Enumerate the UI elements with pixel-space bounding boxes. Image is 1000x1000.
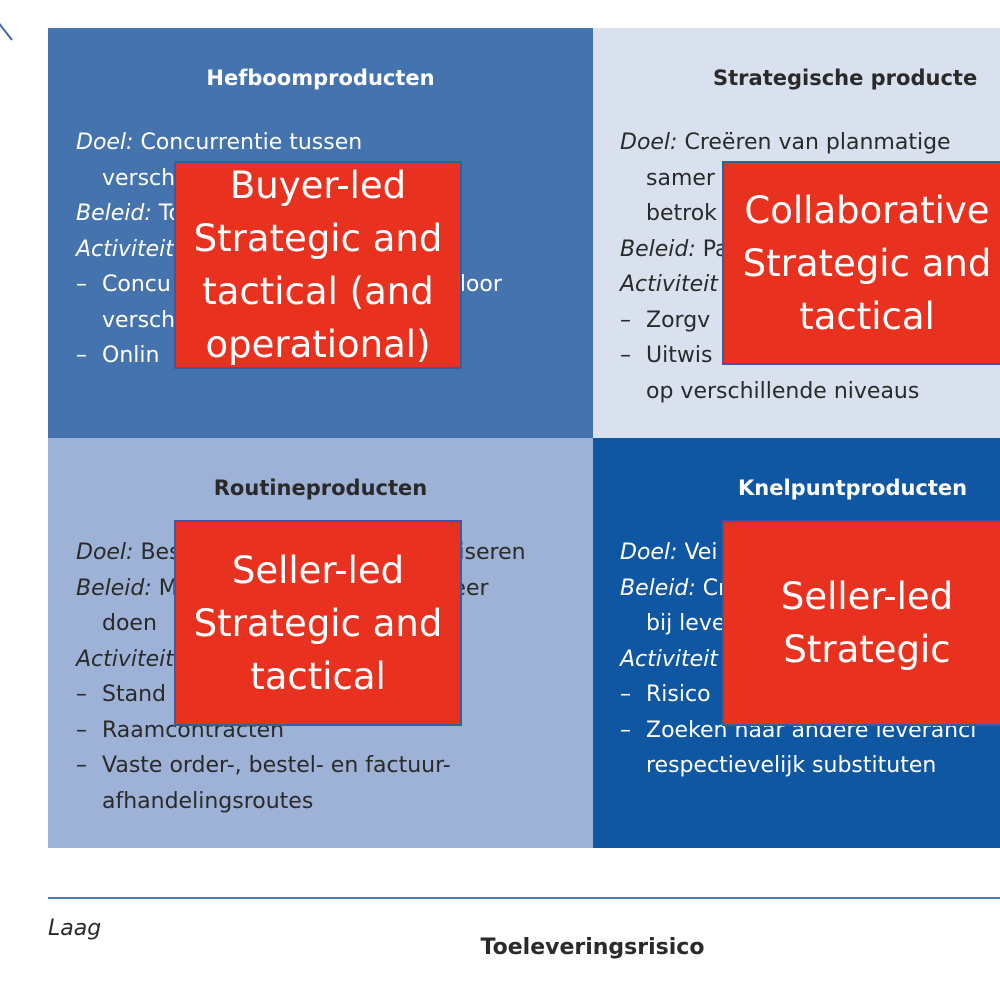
quadrant-line: Doel: Vei [620, 535, 976, 571]
quadrant-line: Activiteit [620, 642, 976, 678]
line-label: Doel: [620, 540, 678, 565]
quadrant-line: bij leve [620, 606, 976, 642]
overlay-line: tactical (and [202, 270, 434, 313]
line-label: Doel: [76, 130, 134, 155]
line-label: Beleid: [620, 575, 696, 601]
overlay-line: Strategic [783, 628, 951, 671]
bullet-dash: – [76, 717, 87, 743]
line-text: Vei [677, 540, 718, 565]
axis-low-label: Laag [48, 916, 102, 941]
quadrant-line: versch [76, 161, 362, 197]
bullet-dash: – [76, 272, 87, 297]
line-label: Beleid: [76, 575, 152, 601]
corner-arrow-icon [0, 22, 13, 41]
quadrant-line: respectievelijk substituten [620, 748, 976, 784]
line-text: Creëren van planmatige [677, 130, 951, 155]
bullet-dash: – [76, 682, 87, 707]
quadrant-line: Beleid: Pa [620, 232, 951, 268]
quadrant-title: Routineproducten [213, 476, 428, 500]
overlay-line: tactical [250, 654, 386, 698]
quadrant-line: doen [76, 606, 451, 642]
quadrant-title: Strategische producte [713, 66, 978, 90]
line-text: Stand [102, 682, 166, 707]
axis-title: Toeleveringsrisico [480, 935, 705, 960]
bullet-dash: – [620, 307, 631, 333]
line-label: Doel: [620, 130, 678, 155]
line-text: M [151, 575, 178, 601]
quadrant-leverage-products: Hefboomproducten Doel: Concurrentie tuss… [48, 28, 593, 438]
bullet-dash: – [76, 753, 87, 778]
line-label: Activiteit [620, 272, 718, 297]
quadrant-title: Knelpuntproducten [738, 476, 968, 500]
line-text: versch [102, 165, 176, 191]
quadrant-line: versch [76, 303, 362, 339]
line-label: Doel: [76, 540, 134, 565]
quadrant-line: betrok [620, 196, 951, 232]
overlay-line: Collaborative [744, 188, 990, 232]
line-text: Uitwis [646, 343, 713, 368]
quadrant-line: Activiteit [76, 642, 451, 678]
quadrant-line: –Risico [620, 677, 976, 713]
line-text: versch [102, 307, 176, 333]
line-text: betrok [646, 201, 717, 226]
line-label: Activiteit [620, 646, 718, 672]
quadrant-line: Doel: Creëren van planmatige [620, 125, 951, 161]
line-text: bij leve [646, 611, 726, 636]
bullet-dash: – [620, 343, 631, 368]
line-text: Concurrentie tussen [133, 130, 363, 155]
line-label: Activiteit [76, 236, 174, 262]
overlay-line: tactical [799, 294, 935, 338]
overlay-line: operational) [205, 323, 431, 366]
overlay-line: Strategic and [193, 601, 443, 645]
line-text: op verschillende niveaus [646, 378, 920, 404]
line-label: Beleid: [76, 201, 152, 226]
quadrant-line: –Onlin [76, 338, 362, 374]
line-text: Onlin [102, 343, 160, 368]
line-label: Beleid: [620, 236, 696, 262]
bullet-dash: – [620, 717, 631, 743]
quadrant-line: Activiteit [76, 232, 362, 268]
line-text: Bes [133, 540, 181, 565]
line-text: Concu [102, 272, 171, 297]
bullet-dash: – [76, 343, 87, 368]
quadrant-line: –Uitwis [620, 338, 951, 374]
quadrant-line: –Zorgv [620, 303, 951, 339]
axis-line [48, 897, 1000, 899]
line-text: Vaste order-, bestel- en factuur- [102, 753, 451, 778]
quadrant-line: op verschillende niveaus [620, 374, 951, 410]
quadrant-line: –Vaste order-, bestel- en factuur- [76, 748, 451, 784]
overlay-line: Seller-led [231, 548, 405, 592]
line-label: Activiteit [76, 646, 174, 672]
overlay-line: Strategic and [742, 241, 992, 285]
overlay-line: Buyer-led [229, 164, 407, 207]
quadrant-line: Doel: Concurrentie tussen [76, 125, 362, 161]
line-text: afhandelingsroutes [102, 788, 314, 814]
line-text: Risico [646, 682, 711, 707]
overlay-line: Strategic and [193, 217, 443, 260]
quadrant-line: Activiteit [620, 267, 951, 303]
quadrant-line: –Stand [76, 677, 451, 713]
bullet-dash: – [620, 682, 631, 707]
line-text: respectievelijk substituten [646, 753, 937, 778]
quadrant-line: afhandelingsroutes [76, 784, 451, 820]
quadrant-title: Hefboomproducten [206, 66, 435, 90]
line-text: Zorgv [646, 307, 711, 333]
line-text: doen [102, 611, 157, 636]
overlay-line: Seller-led [780, 575, 954, 618]
line-text: samer [646, 165, 715, 191]
quadrant-line: samer [620, 161, 951, 197]
